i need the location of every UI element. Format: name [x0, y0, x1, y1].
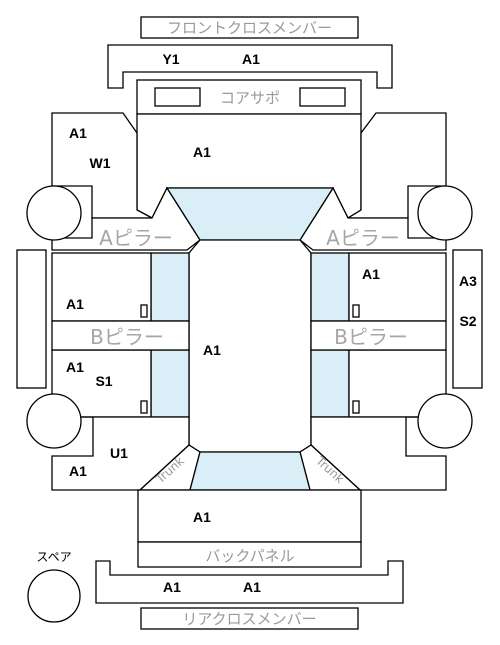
rear-window[interactable]	[189, 451, 311, 491]
left-quarter-code-u1: U1	[110, 445, 128, 461]
wheel-rear-right[interactable]	[417, 393, 473, 449]
right-side-code-a3: A3	[459, 273, 477, 289]
rear-cross-member-box[interactable]	[140, 607, 359, 630]
wheel-front-left[interactable]	[26, 185, 82, 241]
back-panel[interactable]	[137, 541, 362, 568]
front-cross-member-bracket[interactable]	[107, 44, 393, 89]
rear-cross-code-a1-right: A1	[243, 579, 261, 595]
wheel-rear-left[interactable]	[26, 393, 82, 449]
spare-tire-label: スペア	[36, 550, 71, 564]
trunk-lid-code: A1	[193, 509, 211, 525]
left-b-pillar-label: Bピラー	[90, 325, 164, 349]
core-support-label: コアサポ	[220, 89, 280, 107]
roof-code: A1	[203, 342, 221, 358]
left-front-fender-code-w1: W1	[90, 155, 111, 171]
left-rear-door-glass[interactable]	[150, 349, 190, 418]
left-front-door[interactable]	[51, 252, 152, 322]
front-cross-code-y1: Y1	[162, 51, 179, 67]
rear-cross-code-a1-left: A1	[163, 579, 181, 595]
rear-cross-member-bracket[interactable]	[95, 560, 404, 604]
trunk-lid[interactable]	[137, 489, 362, 543]
right-b-pillar[interactable]	[310, 320, 447, 351]
right-b-pillar-label: Bピラー	[334, 325, 408, 349]
right-a-pillar-label: Aピラー	[326, 226, 400, 250]
left-rear-door-handle	[140, 400, 148, 414]
left-front-door-handle	[140, 304, 148, 318]
left-side-sill[interactable]	[16, 249, 47, 389]
right-side-sill[interactable]	[452, 249, 483, 389]
front-cross-code-a1: A1	[242, 51, 260, 67]
right-a-pillar[interactable]	[299, 186, 447, 251]
hood-code: A1	[193, 144, 211, 160]
core-support-right-slot	[299, 87, 346, 107]
front-cross-member-box[interactable]	[140, 16, 359, 39]
right-front-door-glass[interactable]	[310, 252, 350, 322]
right-quarter-panel[interactable]	[310, 416, 447, 491]
left-b-pillar[interactable]	[51, 320, 190, 351]
wheel-front-right[interactable]	[417, 185, 473, 241]
left-a-pillar[interactable]	[51, 186, 201, 251]
spare-tire[interactable]	[27, 569, 81, 623]
rear-cross-member-label: リアクロスメンバー	[182, 610, 316, 628]
back-panel-label: バックパネル	[205, 547, 294, 565]
front-cross-member-label: フロントクロスメンバー	[167, 19, 332, 37]
left-quarter-code-a1: A1	[69, 463, 87, 479]
left-rear-door-code-a1: A1	[66, 359, 84, 375]
left-quarter-panel[interactable]	[51, 416, 190, 491]
right-front-door-code: A1	[362, 266, 380, 282]
core-support-left-slot	[154, 87, 201, 107]
left-a-pillar-label: Aピラー	[99, 226, 173, 250]
right-side-code-s2: S2	[459, 313, 476, 329]
right-rear-door-handle	[352, 400, 360, 414]
left-front-door-code: A1	[66, 296, 84, 312]
left-front-door-glass[interactable]	[150, 252, 190, 322]
right-front-door[interactable]	[348, 252, 447, 322]
right-front-door-handle	[352, 304, 360, 318]
left-front-fender-code-a1: A1	[69, 125, 87, 141]
right-rear-door-glass[interactable]	[310, 349, 350, 418]
left-rear-door-code-s1: S1	[95, 373, 112, 389]
